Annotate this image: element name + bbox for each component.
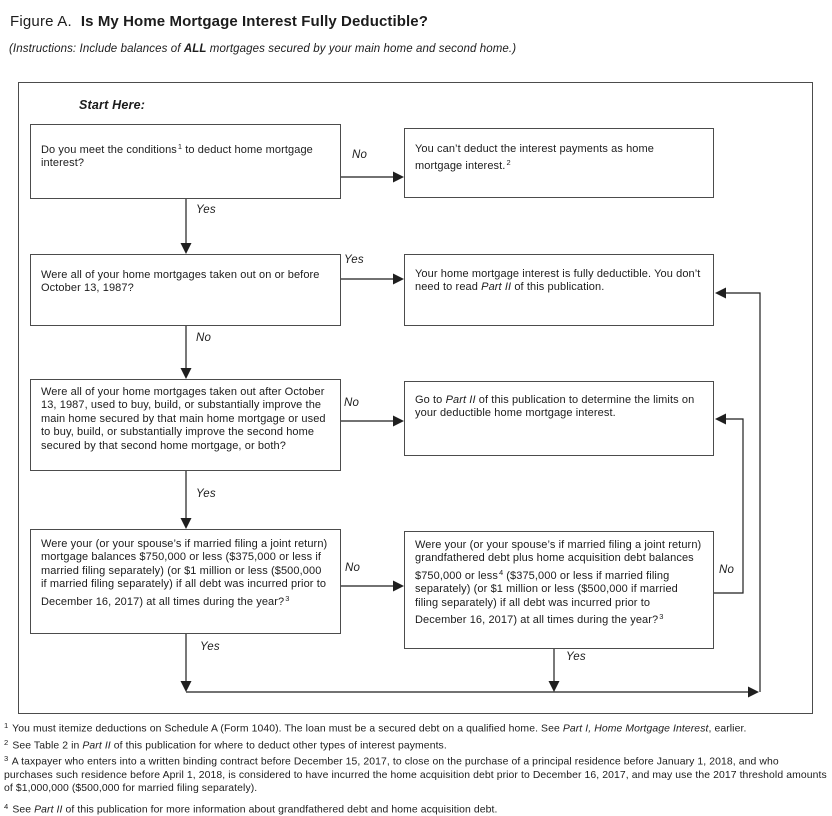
start-here-label: Start Here: [79,98,146,112]
footnote-marker: 1 [4,721,9,730]
connector-q4-no-right [341,580,404,592]
footnote-marker: 2 [4,737,9,747]
box-text: You can’t deduct the interest payments a… [415,143,655,173]
decision-box-mortgages-after-oct-1987-buy-build-improve: Were all of your home mortgages taken ou… [30,379,341,471]
edge-label-no: No [344,397,360,409]
footnote-ref-1: 1 [177,142,183,151]
result-box-go-to-part-2: Go to Part II of this publication to det… [404,381,714,456]
box-text: Your home mortgage interest is fully ded… [415,268,701,294]
box-text: Were your (or your spouse’s if married f… [415,539,702,582]
footnote-text: A taxpayer who enters into a written bin… [4,756,827,795]
connector-q5-no-to-part2 [714,413,744,594]
box-text: of this publication to determine the lim… [415,394,695,420]
connector-q1-yes-down [180,199,192,254]
box-text: to deduct home mortgage interest? [41,144,313,170]
figure-title: Figure A. Is My Home Mortgage Interest Fu… [10,13,428,31]
connector-q2-no-down [180,326,192,379]
footnote-ref-3: 3 [285,593,290,603]
flowchart-connectors [180,171,761,698]
box-text: Were all of your home mortgages taken ou… [41,269,320,295]
part-ii-reference: Part II [82,740,111,752]
connector-feedback-to-fully-deductible [715,287,761,692]
footnote-marker: 3 [4,754,9,764]
footnote-text: , earlier. [708,723,747,735]
edge-label-no: No [196,332,212,344]
figure-title-text: Is My Home Mortgage Interest Fully Deduc… [80,13,428,30]
footnote-ref-4: 4 [498,567,504,577]
box-text: Do you meet the conditions [41,144,177,156]
connector-q3-no-right [341,415,404,427]
decision-box-grandfathered-plus-acquisition-debt-limits: Were your (or your spouse’s if married f… [404,531,714,649]
connector-bottom-line-right [186,686,759,698]
footnote-3: 3 A taxpayer who enters into a written b… [4,752,830,795]
decision-box-deduct-conditions: Do you meet the conditions1 to deduct ho… [30,124,341,199]
footnote-marker: 4 [4,801,9,811]
instructions-emphasis: ALL [183,43,207,55]
connector-q2-yes-right [341,273,404,285]
part-i-reference: Part I, Home Mortgage Interest [562,723,709,735]
footnote-text: You must itemize deductions on Schedule … [9,723,563,735]
box-text: Were your (or your spouse’s if married f… [41,538,328,608]
connector-q1-no-right [341,171,404,183]
footnote-ref-2: 2 [506,158,511,168]
instructions-text-pre: (Instructions: Include balances of [9,43,184,55]
edge-label-no: No [352,149,368,161]
box-text: Go to [415,394,446,406]
footnote-text: of this publication for where to deduct … [110,740,447,752]
footnote-2: 2 See Table 2 in Part II of this publica… [4,736,830,753]
box-text: ($375,000 or less if married filing sepa… [415,569,678,627]
edge-label-yes: Yes [196,204,216,216]
footnote-text: See [9,804,35,816]
figure-instructions: (Instructions: Include balances of ALL m… [9,43,516,55]
instructions-text-post: mortgages secured by your main home and … [206,43,517,55]
box-text: of this publication. [511,281,605,294]
footnote-text: of this publication for more information… [62,804,498,816]
connector-q5-yes-down [548,649,560,692]
edge-label-no: No [345,562,361,574]
edge-label-yes: Yes [200,641,220,653]
part-ii-reference: Part II [481,281,512,294]
decision-box-mortgage-balance-limits: Were your (or your spouse’s if married f… [30,529,341,634]
decision-box-mortgages-before-oct-1987: Were all of your home mortgages taken ou… [30,254,341,326]
figure-label: Figure A. [10,13,72,30]
part-ii-reference: Part II [445,394,476,406]
edge-label-yes: Yes [566,651,586,663]
edge-label-yes: Yes [196,488,216,500]
footnotes: 1 You must itemize deductions on Schedul… [4,719,830,816]
edge-label-yes: Yes [344,254,364,266]
connector-q3-yes-down [180,471,192,529]
footnote-ref-3: 3 [659,612,664,622]
flowchart: Start Here: Do you meet the conditions1 … [18,82,813,714]
part-ii-reference: Part II [34,804,63,816]
footnote-text: See Table 2 in [9,740,83,752]
connector-q4-yes-down [180,634,192,692]
result-box-fully-deductible: Your home mortgage interest is fully ded… [404,254,714,326]
footnote-1: 1 You must itemize deductions on Schedul… [4,719,830,736]
result-box-not-deductible: You can’t deduct the interest payments a… [404,128,714,198]
box-text: Were all of your home mortgages taken ou… [41,386,326,452]
edge-label-no: No [719,564,735,576]
